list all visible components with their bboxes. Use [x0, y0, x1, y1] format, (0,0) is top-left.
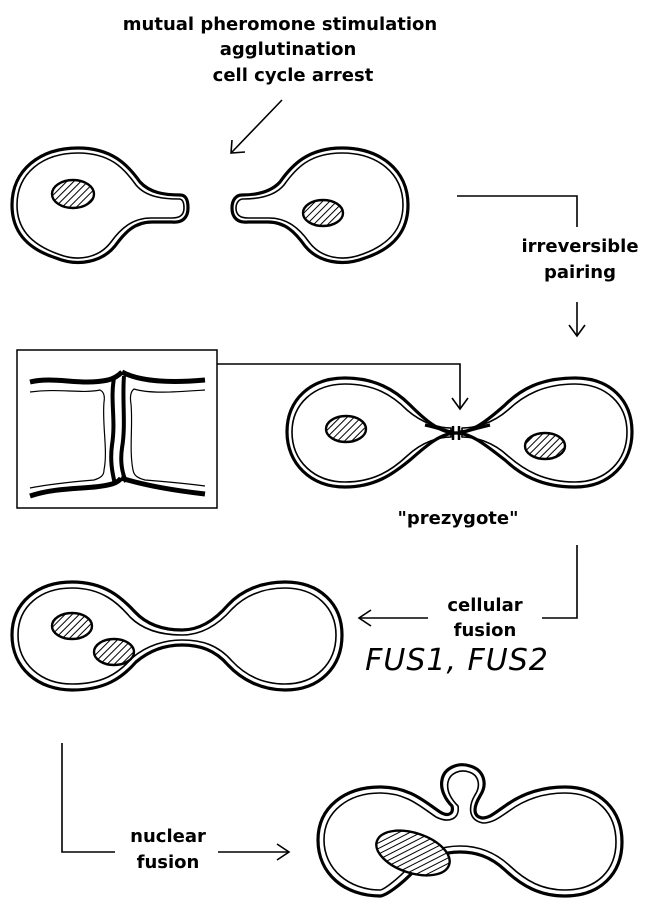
- pairing-label-line1: irreversible: [521, 236, 638, 257]
- cellular-fusion-label-line1: cellular: [447, 595, 522, 616]
- nucleus-prezygote-left: [326, 416, 366, 442]
- fused-nucleus: [371, 822, 456, 884]
- pairing-label-line2: pairing: [544, 262, 616, 283]
- stimulation-labels: mutual pheromone stimulation agglutinati…: [123, 14, 437, 86]
- nucleus-prezygote-right: [525, 433, 565, 459]
- nucleus-left: [52, 180, 94, 208]
- cell-wall-inset: [17, 350, 217, 508]
- stimulation-arrow: [231, 100, 282, 153]
- nuclear-fusion-labels: nuclear fusion: [130, 826, 206, 873]
- zygote-cell: [318, 765, 622, 896]
- nucleus-fused-lower: [94, 639, 134, 665]
- cellular-fusion-labels: cellular fusion: [447, 595, 522, 641]
- stimulation-label-line2: agglutination: [220, 39, 357, 60]
- prezygote-label: "prezygote": [398, 508, 519, 529]
- pairing-labels: irreversible pairing: [521, 236, 638, 283]
- stimulation-label-line1: mutual pheromone stimulation: [123, 14, 437, 35]
- stimulation-label-line3: cell cycle arrest: [213, 65, 374, 86]
- genes-label: FUS1, FUS2: [365, 643, 549, 678]
- shmoo-cell-left: [12, 148, 188, 262]
- shmoo-cell-right: [232, 148, 408, 262]
- fused-cell: [12, 582, 342, 690]
- cellular-fusion-label-line2: fusion: [454, 620, 517, 641]
- nucleus-right: [303, 200, 343, 226]
- nuclear-fusion-label-line1: nuclear: [130, 826, 206, 847]
- nuclear-fusion-label-line2: fusion: [137, 852, 200, 873]
- inset-arrow: [217, 364, 468, 409]
- nucleus-fused-upper: [52, 613, 92, 639]
